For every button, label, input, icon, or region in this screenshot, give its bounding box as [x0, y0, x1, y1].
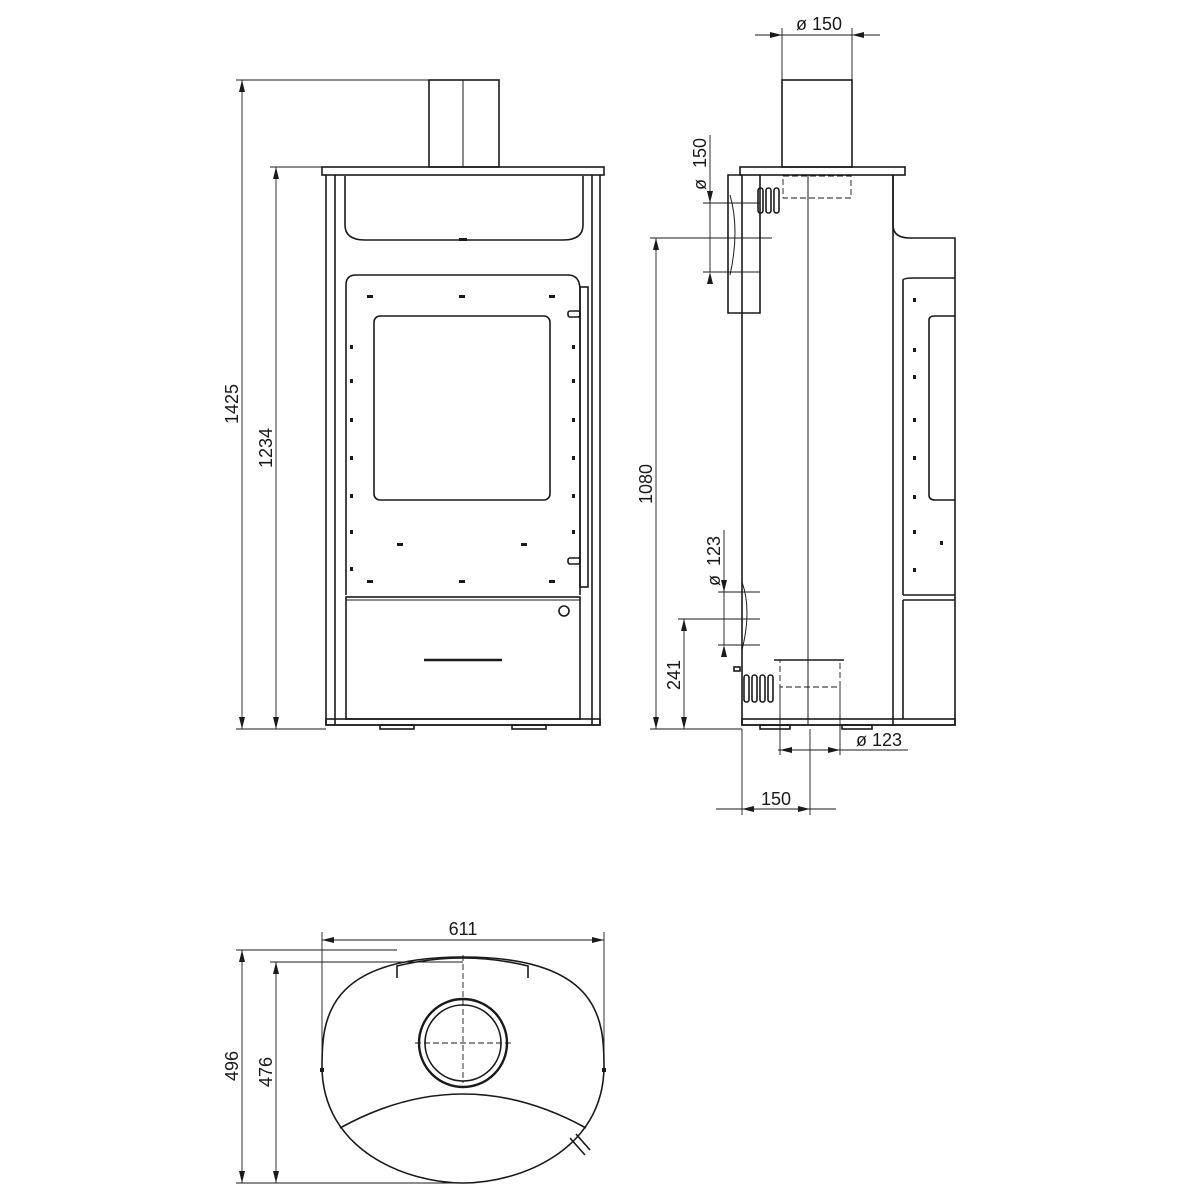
side-back-outlet-height-label: 1080	[636, 464, 656, 504]
side-air-inlet-height-label: 241	[664, 660, 684, 690]
side-bottom-inlet-diameter-label: 123	[872, 730, 902, 750]
side-top-flue-diameter-label: 150	[812, 14, 842, 34]
front-door-rivets	[350, 295, 575, 583]
front-total-height-label: 1425	[222, 384, 242, 424]
side-back-flue-diameter-symbol: ø	[690, 179, 710, 190]
side-dim-back-outlet-height: 1080	[636, 237, 772, 730]
front-flue-pipe	[428, 79, 500, 168]
side-dim-back-flue: ø 150	[690, 135, 760, 284]
side-top-flue-hidden	[782, 175, 852, 199]
top-body-outline	[321, 956, 605, 1184]
side-top-plate	[739, 166, 906, 176]
front-dim-body-height: 1234	[256, 166, 322, 729]
side-flue-pipe	[781, 79, 853, 168]
side-rivets	[913, 298, 943, 572]
top-view	[320, 955, 606, 1184]
side-bottom-vents	[743, 674, 774, 703]
top-back-tab	[396, 957, 529, 978]
front-door-handle	[579, 286, 589, 588]
side-dim-bottom-offset: 150	[716, 729, 836, 815]
front-top-plate	[321, 166, 605, 176]
side-view	[727, 79, 956, 730]
top-depth-total-label: 496	[222, 1051, 242, 1081]
top-width-label: 611	[449, 919, 478, 939]
top-depth-body-label: 476	[256, 1057, 276, 1087]
side-back-flue-diameter-label: 150	[690, 138, 710, 168]
top-front-curve	[339, 1093, 587, 1129]
front-upper-cavity	[344, 176, 584, 241]
front-door	[345, 274, 581, 595]
top-dim-depth-body: 476	[256, 961, 463, 1183]
front-view	[321, 79, 605, 730]
side-bottom-offset-label: 150	[761, 789, 791, 809]
front-drawer-knob	[558, 605, 570, 617]
front-dim-total-height: 1425	[222, 79, 429, 730]
side-top-flue-diameter-symbol: ø	[796, 14, 807, 34]
top-dim-depth-total: 496	[222, 949, 463, 1184]
side-body-outline	[741, 175, 894, 726]
side-dim-air-inlet: ø 123	[704, 530, 760, 657]
side-dim-air-inlet-height: 241	[664, 618, 760, 729]
top-dim-width: 611	[321, 919, 605, 1066]
front-body-outline	[325, 175, 601, 726]
side-bottom-inlet-hidden	[779, 659, 841, 688]
side-dim-top-flue: ø 150	[755, 14, 880, 80]
front-body-height-label: 1234	[256, 428, 276, 468]
side-air-inlet-diameter-label: 123	[704, 536, 724, 566]
side-air-inlet-diameter-symbol: ø	[704, 575, 724, 586]
side-back-flue-collar	[727, 174, 761, 314]
front-ash-drawer	[345, 596, 581, 720]
side-dim-bottom-inlet: ø 123	[778, 687, 908, 755]
side-bottom-inlet-diameter-symbol: ø	[856, 730, 867, 750]
front-door-glass	[373, 315, 551, 501]
side-back-section	[892, 175, 956, 726]
